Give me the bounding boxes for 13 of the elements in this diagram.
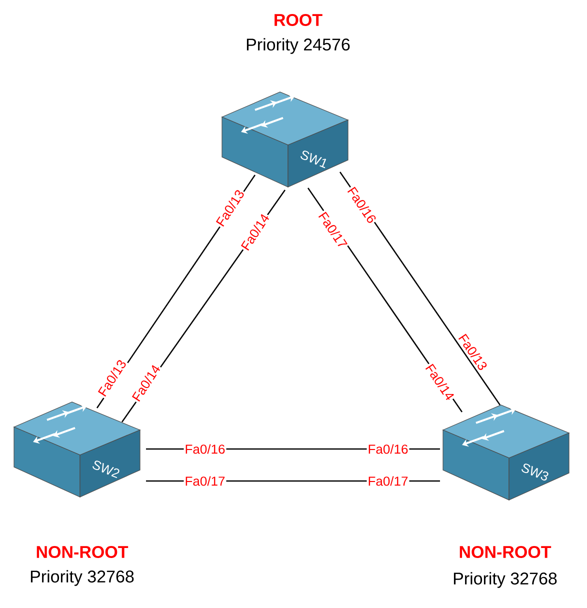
priority-label: Priority 32768 [454,572,557,588]
priority-label: Priority 32768 [30,570,134,586]
port-label: Fa0/16 [366,443,410,455]
node-label: SW1 [300,150,326,168]
port-label: Fa0/17 [184,475,226,487]
role-label: ROOT [274,14,322,26]
priority-label: Priority 24576 [246,38,350,54]
role-label: NON-ROOT [460,546,552,558]
role-label: NON-ROOT [36,546,128,558]
port-label: Fa0/16 [184,443,226,455]
port-label: Fa0/17 [366,475,410,487]
node-label: SW2 [92,460,120,478]
node-label: SW3 [522,464,548,481]
